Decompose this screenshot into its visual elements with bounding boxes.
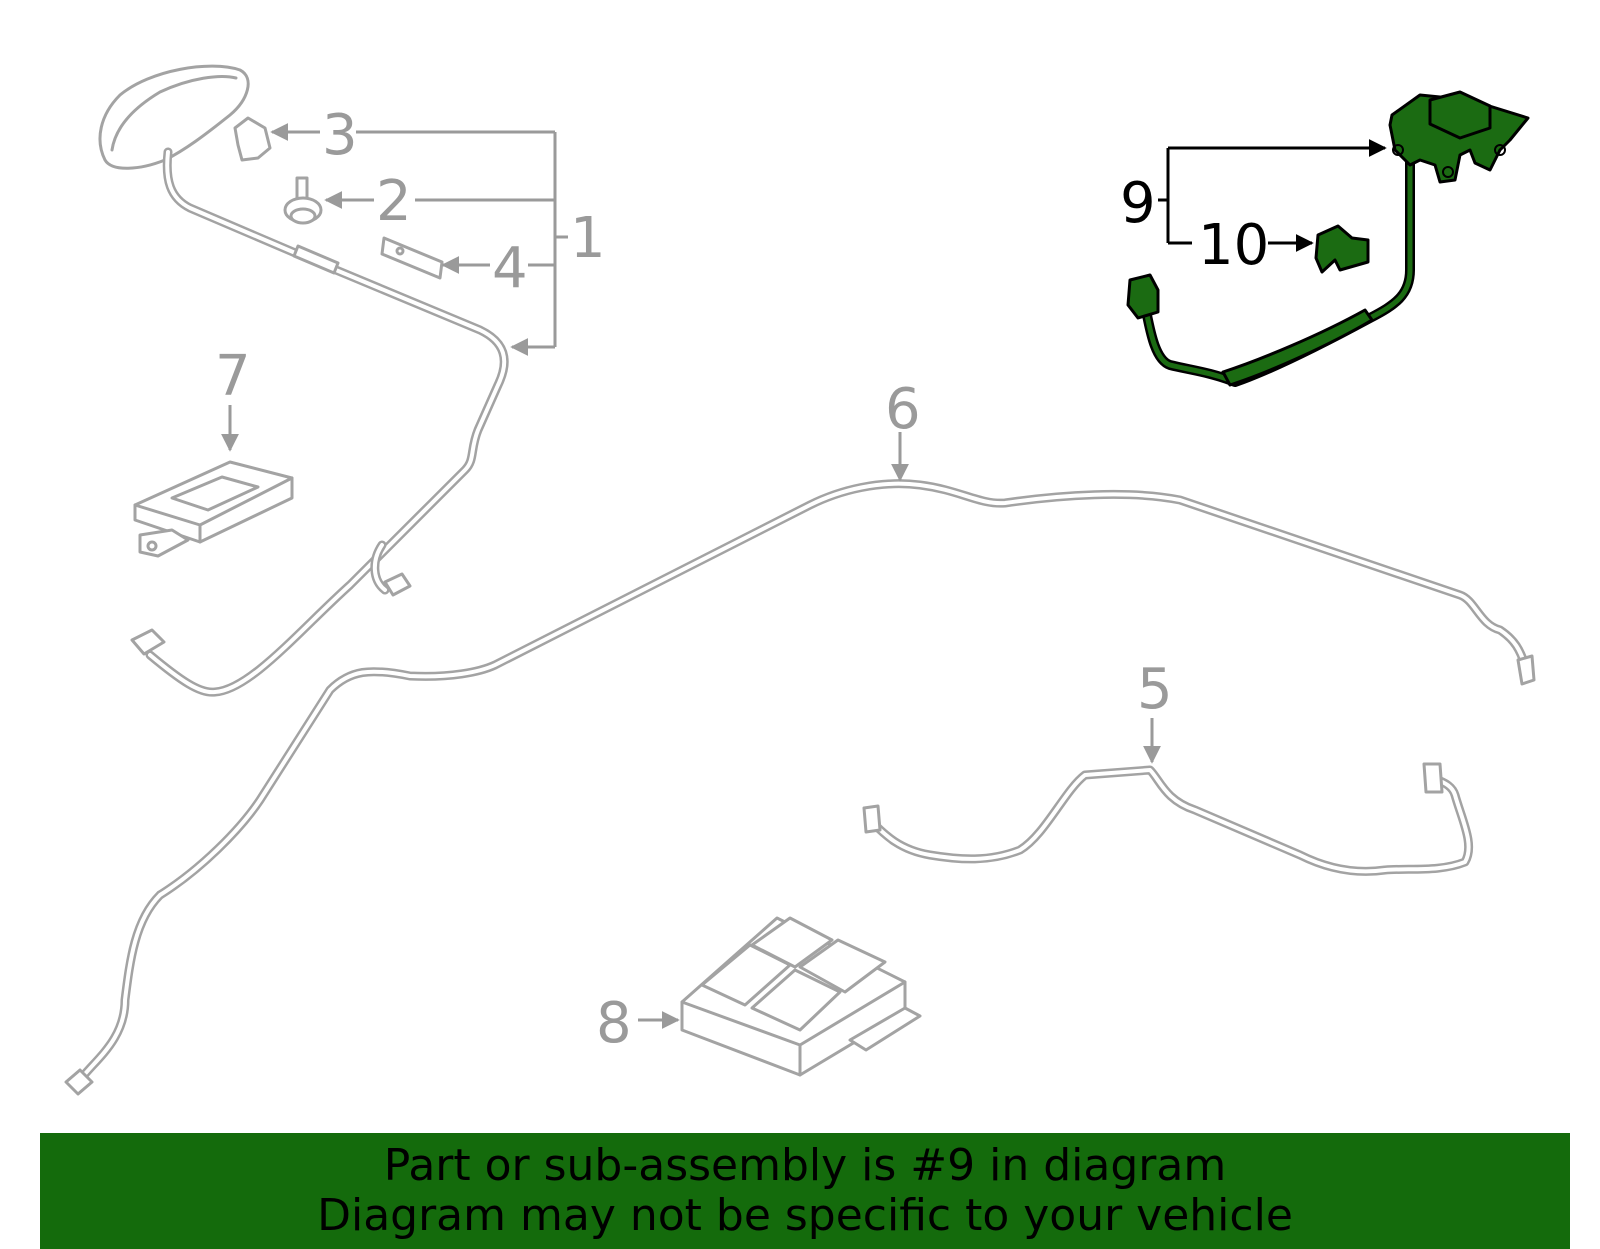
banner-line-part-number: Part or sub-assembly is #9 in diagram <box>383 1140 1227 1191</box>
part-8-control-unit <box>638 916 922 1077</box>
part-10-clip <box>1314 224 1370 274</box>
callout-5: 5 <box>1137 657 1173 722</box>
leaders-group-9 <box>1158 139 1387 252</box>
callout-2: 2 <box>376 169 412 234</box>
part-4-pad <box>380 236 444 280</box>
part-5-cable <box>862 718 1474 876</box>
banner-line-disclaimer: Diagram may not be specific to your vehi… <box>317 1190 1293 1241</box>
callout-8: 8 <box>596 991 632 1056</box>
part-6-cable <box>64 432 1536 1096</box>
part-1-antenna-assembly <box>98 64 509 697</box>
callout-9: 9 <box>1120 171 1156 236</box>
info-banner: Part or sub-assembly is #9 in diagram Di… <box>40 1133 1570 1249</box>
leaders-group-1 <box>270 123 568 356</box>
callout-7: 7 <box>215 344 251 409</box>
part-7-module <box>133 405 294 558</box>
part-9-sensor-assembly <box>1126 90 1530 387</box>
callout-1: 1 <box>570 206 606 271</box>
part-2-bolt <box>283 176 323 225</box>
callout-10: 10 <box>1198 213 1269 278</box>
part-3-clip <box>233 116 272 162</box>
callout-6: 6 <box>885 377 921 442</box>
callout-4: 4 <box>492 236 528 301</box>
callout-3: 3 <box>322 103 358 168</box>
